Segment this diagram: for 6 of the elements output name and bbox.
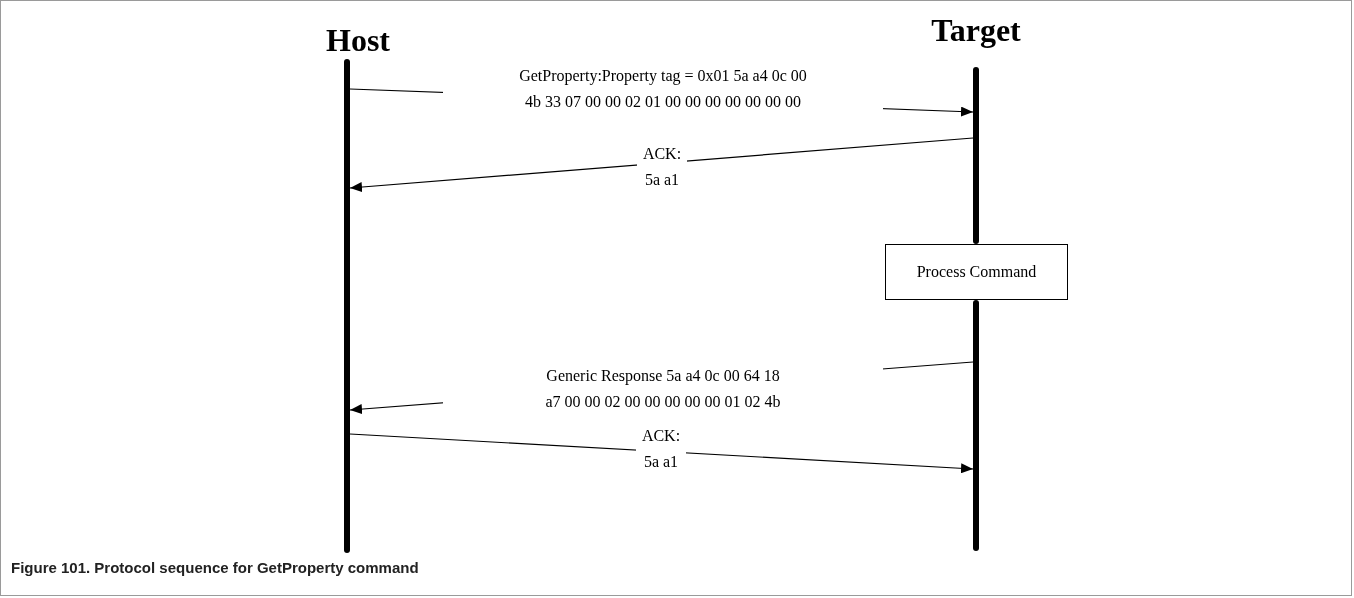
message-arrow [349,433,974,474]
process-box: Process Command [885,244,1068,300]
lifeline-heading: Target [930,13,1022,47]
lifeline-heading: Host [325,23,391,57]
message-arrow [349,137,974,192]
figure-caption: Figure 101. Protocol sequence for GetProperty command [11,559,419,576]
